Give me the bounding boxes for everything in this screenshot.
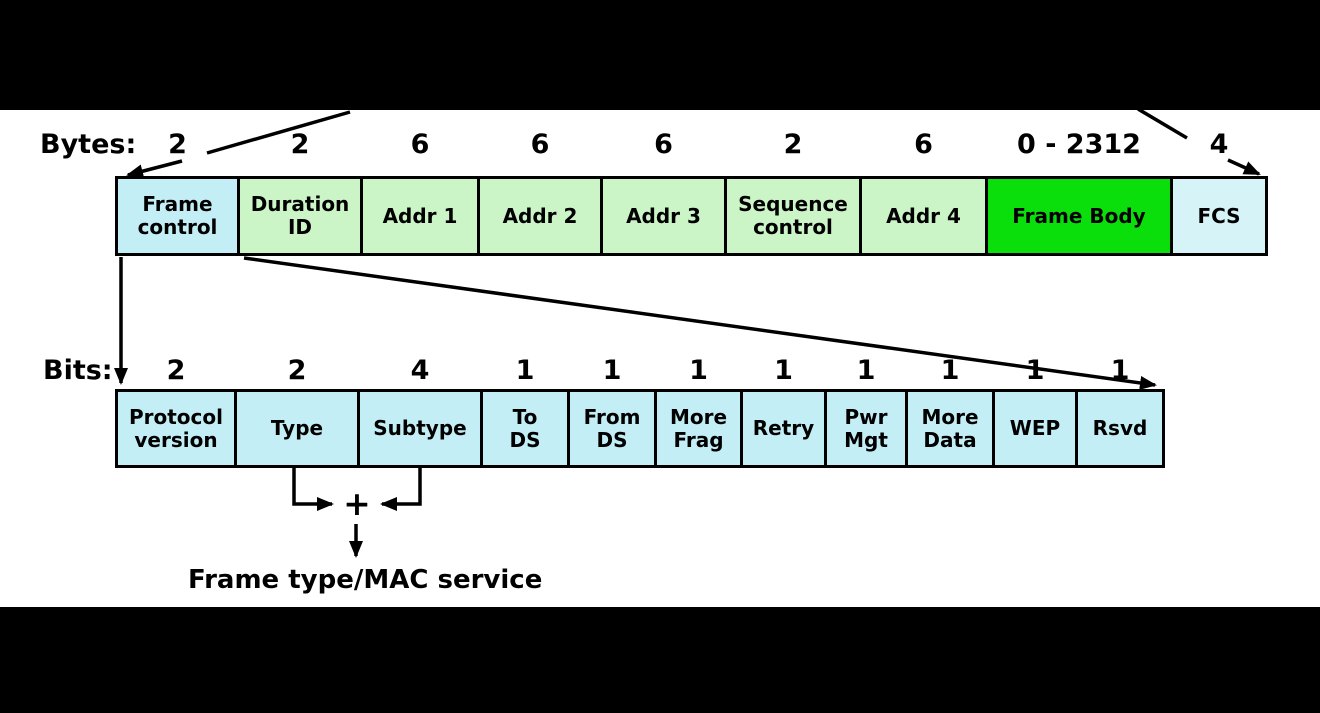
byte-field-addr-1: Addr 1	[360, 176, 480, 256]
bit-field-rsvd: Rsvd	[1075, 389, 1165, 468]
bit-size-labels: 2 2 4 1 1 1 1 1 1 1 1	[115, 353, 1165, 389]
letterbox-top	[0, 0, 1320, 110]
bit-size-rsvd: 1	[1110, 355, 1130, 386]
byte-size-frame-body: 0 - 2312	[1017, 129, 1141, 160]
bit-field-wep: WEP	[992, 389, 1078, 468]
bit-field-pwr-mgt: Pwr Mgt	[824, 389, 908, 468]
bit-field-protocol-version: Protocol version	[115, 389, 237, 468]
bit-field-to-ds: To DS	[480, 389, 570, 468]
bit-size-type: 2	[287, 355, 307, 386]
byte-field-addr-2: Addr 2	[477, 176, 603, 256]
type-combiner-arrow	[292, 466, 334, 511]
bytes-unit-label: Bytes:	[40, 129, 137, 160]
plus-sign: +	[343, 484, 371, 523]
bit-size-subtype: 4	[410, 355, 430, 386]
bit-size-protocol-version: 2	[166, 355, 186, 386]
byte-size-fcs: 4	[1209, 129, 1229, 160]
bit-size-wep: 1	[1025, 355, 1045, 386]
byte-field-fcs: FCS	[1170, 176, 1268, 256]
bit-field-more-frag: More Frag	[654, 389, 743, 468]
byte-field-frame-body: Frame Body	[985, 176, 1173, 256]
byte-field-addr-3: Addr 3	[600, 176, 727, 256]
bit-field-retry: Retry	[740, 389, 827, 468]
bit-field-more-data: More Data	[905, 389, 995, 468]
byte-size-addr-3: 6	[654, 129, 673, 160]
byte-size-addr-2: 6	[530, 129, 550, 160]
byte-size-labels: 2 2 6 6 6 2 6 0 - 2312 4	[115, 127, 1268, 163]
bits-unit-label: Bits:	[43, 355, 113, 386]
bit-size-pwr-mgt: 1	[856, 355, 876, 386]
bit-size-to-ds: 1	[515, 355, 535, 386]
byte-field-frame-control: Frame control	[115, 176, 240, 256]
byte-size-addr-4: 6	[914, 129, 933, 160]
bit-field-type: Type	[234, 389, 360, 468]
bit-size-more-data: 1	[940, 355, 960, 386]
byte-size-frame-control: 2	[168, 129, 187, 160]
callout-arrow-left	[126, 159, 183, 179]
bit-field-subtype: Subtype	[357, 389, 483, 468]
letterbox-bottom	[0, 607, 1320, 713]
byte-field-sequence-control: Sequence control	[724, 176, 862, 256]
bit-size-from-ds: 1	[602, 355, 622, 386]
byte-size-duration-id: 2	[290, 129, 310, 160]
bit-size-more-frag: 1	[689, 355, 708, 386]
byte-field-duration-id: Duration ID	[237, 176, 363, 256]
byte-size-sequence-control: 2	[783, 129, 803, 160]
subtype-combiner-arrow	[380, 466, 422, 511]
bit-field-from-ds: From DS	[567, 389, 657, 468]
frame-type-caption: Frame type/MAC service	[188, 565, 543, 595]
byte-field-addr-4: Addr 4	[859, 176, 988, 256]
bit-size-retry: 1	[774, 355, 793, 386]
byte-size-addr-1: 6	[410, 129, 430, 160]
